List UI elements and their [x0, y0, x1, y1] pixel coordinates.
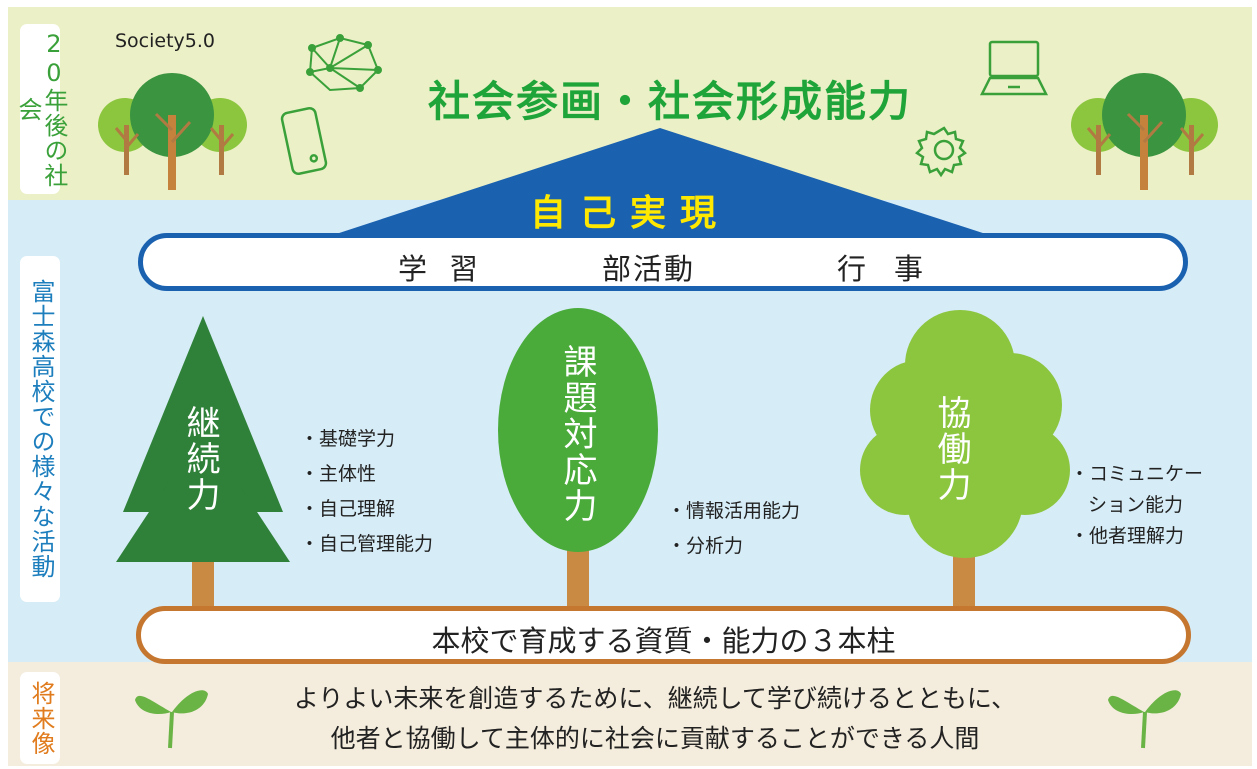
list-item: ・情報活用能力 — [667, 500, 801, 522]
tree-cluster-left-icon — [98, 73, 247, 190]
vision-band — [8, 662, 1252, 766]
smartphone-icon — [280, 107, 328, 175]
base-label: 本校で育成する資質・能力の３本柱 — [431, 624, 896, 658]
roof-shape — [330, 128, 992, 236]
list-item: ・他者理解力 — [1070, 525, 1185, 547]
activity-study: 学習 — [398, 252, 501, 286]
list-item: ・基礎学力 — [300, 428, 396, 450]
vision-line-2: 他者と協働して主体的に社会に貢献することができる人間 — [330, 724, 980, 753]
list-item: ・主体性 — [300, 463, 377, 485]
laptop-icon — [979, 40, 1049, 96]
pillar-3-items: ・コミュニケー ション能力 ・他者理解力 — [1070, 459, 1240, 552]
activities-bar — [138, 233, 1188, 291]
base-bar — [136, 606, 1191, 664]
vision-line-1: よりよい未来を創造するために、継続して学び続けるとともに、 — [293, 684, 1017, 713]
list-item: ・分析力 — [667, 535, 744, 557]
oval-tree-icon — [498, 308, 658, 610]
sprout-left-icon — [135, 690, 208, 749]
side-label-vision: 将来像 — [20, 672, 60, 764]
list-item: ・自己理解 — [300, 498, 396, 520]
side-label-future-society: 20年後の社会 — [14, 24, 68, 194]
pillar-1-label: 継続力 — [180, 405, 220, 513]
list-item: ・自己管理能力 — [300, 533, 434, 555]
gear-icon — [915, 126, 967, 178]
pillar-2-items: ・情報活用能力 ・分析力 — [667, 494, 800, 564]
roof-label: 自己実現 — [529, 193, 730, 234]
conifer-tree-icon — [116, 316, 290, 610]
cloud-tree-icon — [860, 310, 1070, 610]
pillar-3-label: 協働力 — [931, 395, 971, 503]
vision-text: よりよい未来を創造するために、継続して学び続けるとともに、 他者と協働して主体的… — [230, 679, 1080, 759]
pillar-2-label: 課題対応力 — [557, 344, 597, 524]
pillar-1-items: ・基礎学力 ・主体性 ・自己理解 ・自己管理能力 — [300, 422, 433, 562]
list-item: ション能力 — [1088, 494, 1184, 516]
side-label-school-activities: 富士森高校での様々な活動 — [20, 256, 60, 602]
society-title: 社会参画・社会形成能力 — [427, 77, 912, 126]
society-label: Society5.0 — [115, 30, 216, 52]
network-icon — [306, 34, 382, 92]
activity-events: 行事 — [837, 252, 952, 286]
list-item: ・コミュニケー — [1070, 463, 1204, 485]
activity-club: 部活動 — [602, 252, 696, 286]
tree-cluster-right-icon — [1071, 73, 1218, 190]
sprout-right-icon — [1108, 690, 1181, 749]
